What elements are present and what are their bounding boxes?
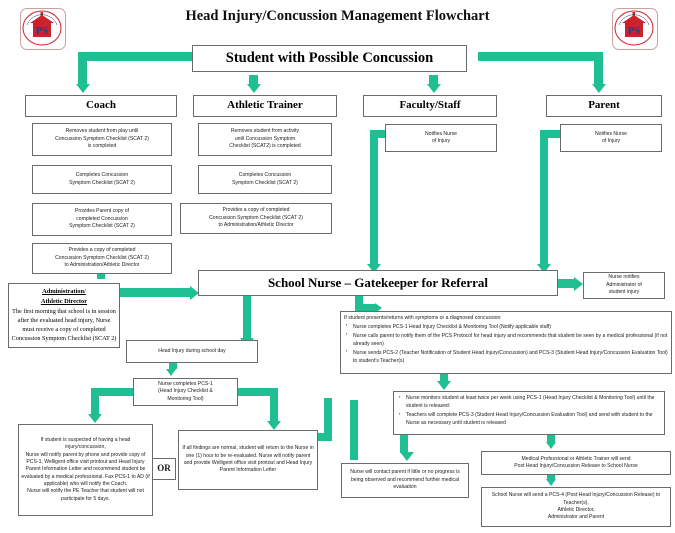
connector-pcs1-right-h <box>238 388 278 396</box>
arrow-nurse-to-notify-admin <box>574 276 583 291</box>
athletic-trainer-header: Athletic Trainer <box>193 95 337 117</box>
admin-box-title-line1: Administration/ <box>42 288 86 296</box>
arrow-to-faculty <box>426 84 441 93</box>
arrow-admin-to-nurse <box>190 285 199 300</box>
connector-monitor-contact-v <box>350 400 358 460</box>
connector-nurse-down <box>243 296 251 338</box>
admin-box-body: The first morning that school is in sess… <box>11 307 117 343</box>
arrow-headinjury-to-pcs1 <box>166 369 176 376</box>
coach-header: Coach <box>25 95 177 117</box>
connector-faculty-nurse-v <box>370 130 378 264</box>
arrow-to-athletic-trainer <box>246 84 261 93</box>
connector-faculty-nurse-h <box>370 130 386 138</box>
arrow-release-to-pcs4 <box>545 479 556 486</box>
parent-header: Parent <box>546 95 662 117</box>
symptoms-bullet: Nurse calls parent to notify them of the… <box>346 331 668 349</box>
arrow-faculty-to-nurse <box>367 264 381 273</box>
connector-admin-nurse <box>120 288 190 297</box>
contact-parent-box: Nurse will contact parent if little or n… <box>341 463 469 498</box>
arrow-to-parent <box>591 84 606 93</box>
connector-topbar-at <box>249 75 258 85</box>
arrow-monitor-to-release <box>545 442 556 449</box>
connector-monitor-release <box>547 435 555 443</box>
connector-symptoms-monitoring <box>440 374 448 382</box>
school-logo-left: PS <box>20 8 66 50</box>
connector-topbar-left-down <box>78 52 87 84</box>
or-label-box: OR <box>152 458 176 480</box>
student-possible-concussion-bar: Student with Possible Concussion <box>192 45 467 72</box>
connector-topbar-faculty <box>429 75 438 85</box>
connector-topbar-right-down <box>594 52 603 84</box>
arrow-symptoms-to-monitoring <box>437 381 451 390</box>
arrow-to-coach <box>75 84 90 93</box>
schoolhouse-icon: PS <box>614 10 654 46</box>
admin-box-title-line2: Athletic Director <box>40 297 88 305</box>
connector-headinjury-pcs1 <box>169 363 177 369</box>
school-nurse-gatekeeper-bar: School Nurse – Gatekeeper for Referral <box>198 270 558 296</box>
monitoring-bullet: Teachers will complete PCS-3 (Student He… <box>399 411 661 428</box>
connector-topbar-right <box>478 52 603 61</box>
suspected-head-injury-box: If student is suspected of having a head… <box>18 424 153 516</box>
head-injury-school-day-box: Head Injury during school day <box>126 340 258 363</box>
schoolhouse-icon: PS <box>22 10 62 46</box>
svg-text:PS: PS <box>36 25 49 37</box>
normal-findings-box: If all findings are normal, student will… <box>178 430 318 490</box>
symptoms-bullet: Nurse completes PCS-1 Head Injury Checkl… <box>346 322 668 331</box>
pcs4-distribution-box: School Nurse will send a PCS-4 (Post Hea… <box>481 487 671 527</box>
connector-contact-down <box>400 435 408 453</box>
svg-text:PS: PS <box>628 25 641 37</box>
connector-nurse-notify <box>558 279 574 288</box>
connector-pcs1-right-v <box>270 388 278 421</box>
symptoms-lead: If student presents/returns with symptom… <box>344 315 502 321</box>
arrow-pcs1-to-suspected <box>88 414 102 423</box>
connector-topbar-left <box>78 52 198 61</box>
symptoms-protocol-box: If student presents/returns with symptom… <box>340 311 672 374</box>
connector-normal-up-v <box>324 398 332 441</box>
arrow-to-contact-parent <box>400 452 414 461</box>
post-concussion-release-box: Medical Professional or Athletic Trainer… <box>481 451 671 475</box>
connector-parent-nurse-v <box>540 130 548 264</box>
arrow-parent-to-nurse <box>537 264 551 273</box>
connector-pcs1-left-h <box>91 388 133 396</box>
connector-parent-nurse-h <box>540 130 562 138</box>
monitoring-box: Nurse monitors student at least twice pe… <box>393 391 665 435</box>
connector-coach-admin <box>97 274 105 279</box>
page-title: Head Injury/Concussion Management Flowch… <box>185 8 490 24</box>
connector-release-pcs4 <box>547 475 555 480</box>
nurse-completes-pcs1-box: Nurse completes PCS-1(Head Injury Checkl… <box>133 378 238 406</box>
school-logo-right: PS <box>612 8 658 50</box>
arrow-pcs1-to-normal <box>267 421 281 430</box>
faculty-staff-header: Faculty/Staff <box>363 95 497 117</box>
connector-pcs1-left-v <box>91 388 99 414</box>
administration-athletic-director-box: Administration/ Athletic Director The fi… <box>8 283 120 348</box>
symptoms-bullet: Nurse sends PCS-2 (Teacher Notification … <box>346 348 668 366</box>
connector-nurse-symptoms-h <box>355 304 375 312</box>
monitoring-bullet: Nurse monitors student at least twice pe… <box>399 394 661 411</box>
arrow-nurse-to-symptoms <box>375 302 382 313</box>
